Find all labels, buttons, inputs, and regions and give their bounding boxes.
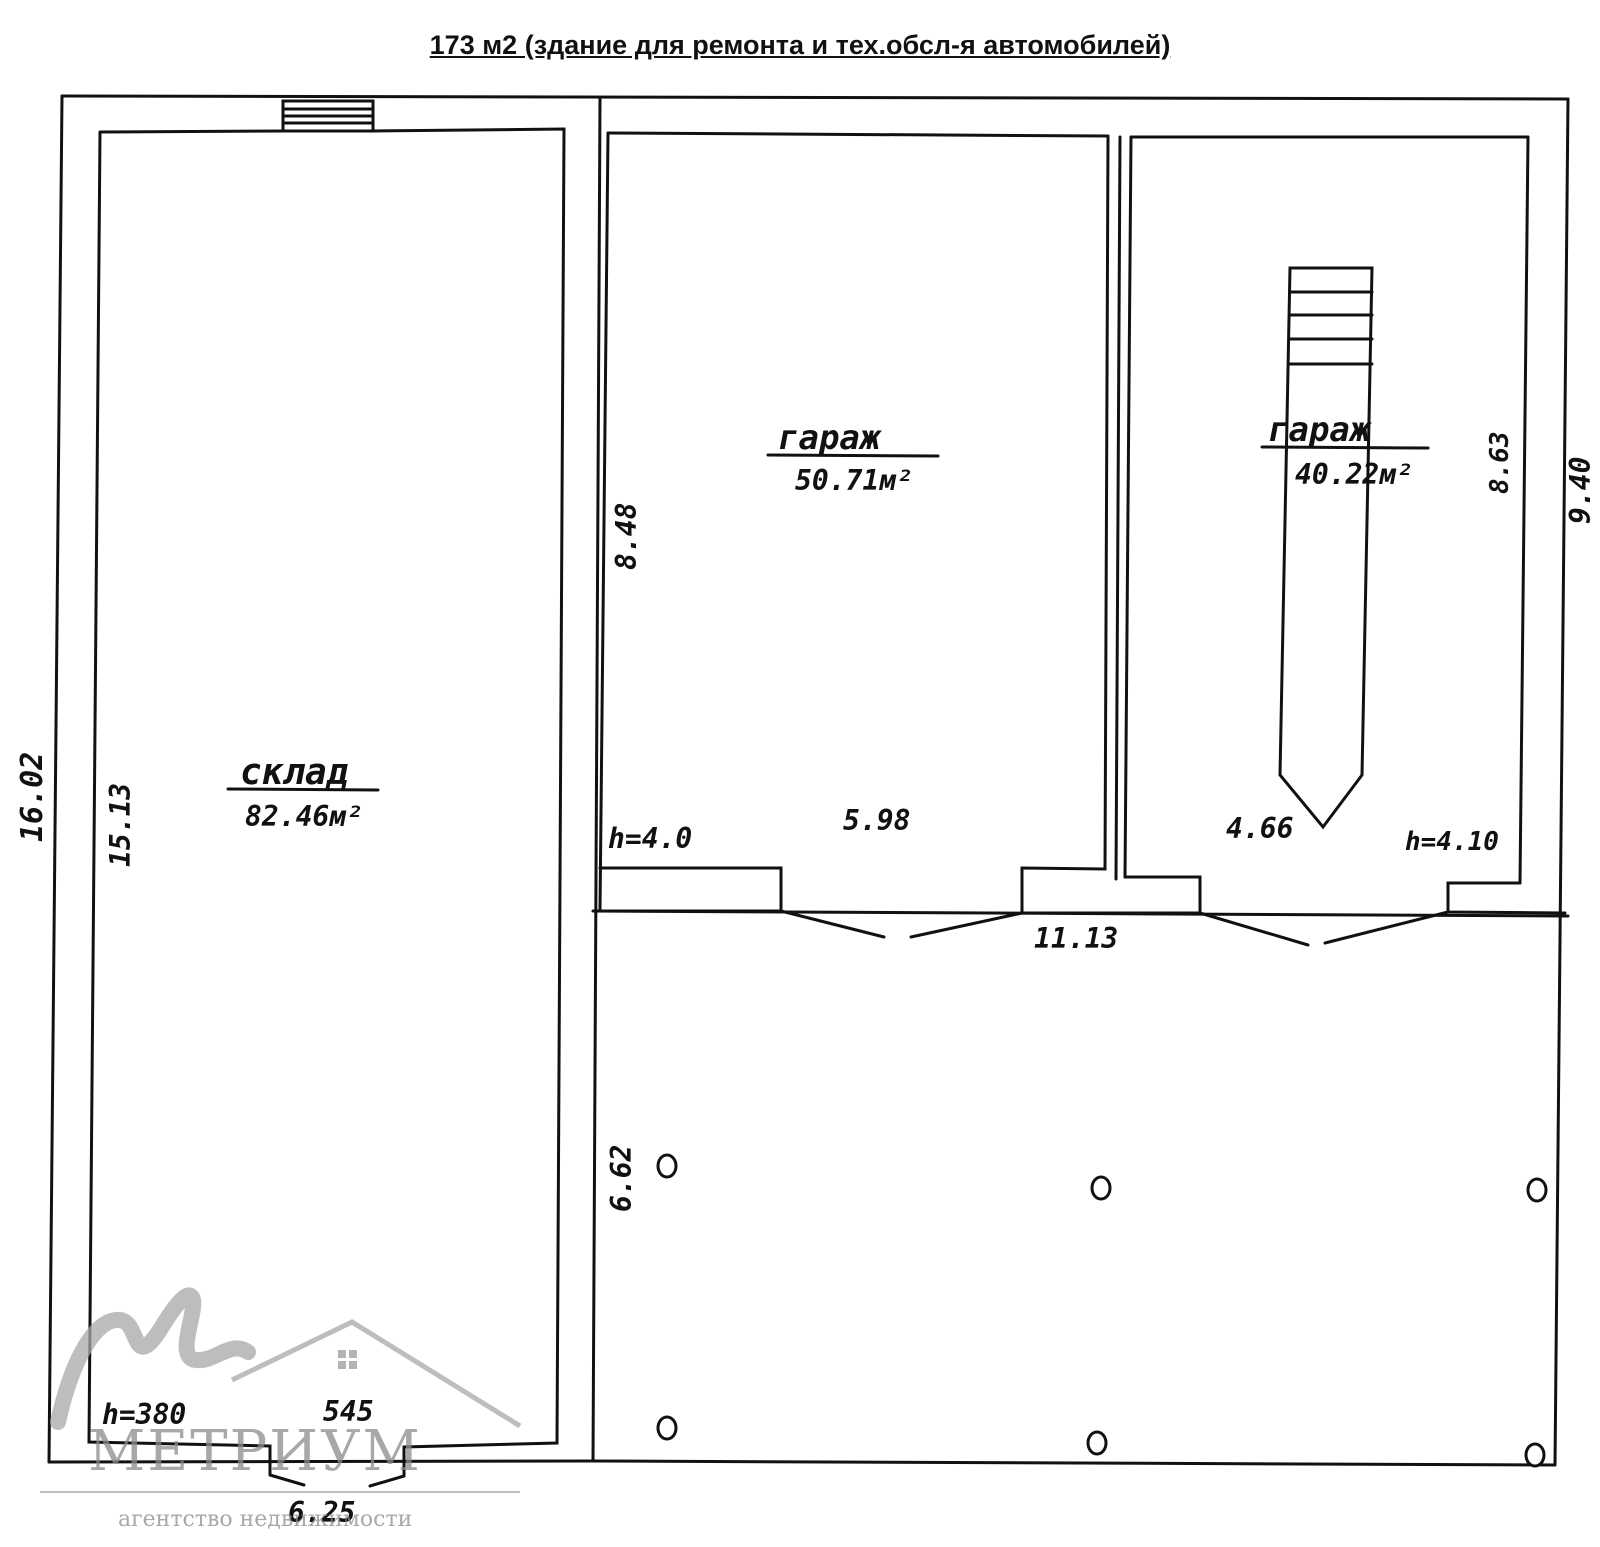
dim-overall-left: 16.02 xyxy=(15,752,50,842)
dim-overall-bottom: 6.25 xyxy=(288,1496,355,1529)
page-title: 173 м2 (здание для ремонта и тех.обсл-я … xyxy=(429,30,1171,60)
room-name-garage-2: гараж xyxy=(1268,410,1372,450)
column-marker xyxy=(656,1415,678,1441)
dim-sklad-height: h=380 xyxy=(102,1398,186,1431)
dim-garage1-width: 5.98 xyxy=(843,804,910,837)
column-marker xyxy=(1086,1430,1108,1456)
dim-garage2-right: 8.63 xyxy=(1485,431,1515,494)
dim-sklad-left: 15.13 xyxy=(104,783,137,867)
dim-garage2-height: h=4.10 xyxy=(1405,827,1499,857)
metrium-logo: МЕТРИУМ агентство недвижимости xyxy=(40,1287,522,1532)
columns xyxy=(656,1153,1548,1468)
room-area-sklad: 82.46м² xyxy=(245,800,363,833)
dim-opening-width: 11.13 xyxy=(1034,922,1118,955)
room-name-sklad: склад xyxy=(240,752,348,793)
column-marker xyxy=(1526,1177,1548,1203)
watermark-tagline: агентство недвижимости xyxy=(118,1507,412,1532)
dim-garage2-width: 4.66 xyxy=(1226,812,1293,845)
dim-sklad-bottom: 545 xyxy=(323,1395,374,1428)
dim-garage1-left: 8.48 xyxy=(610,503,643,570)
column-marker xyxy=(1524,1442,1546,1468)
column-marker xyxy=(656,1153,678,1179)
walls xyxy=(47,94,1570,1488)
dim-garage1-height: h=4.0 xyxy=(608,822,692,855)
room-area-garage-1: 50.71м² xyxy=(795,464,913,497)
watermark-brand: МЕТРИУМ xyxy=(88,1419,422,1484)
column-marker xyxy=(1090,1175,1112,1201)
dim-overall-right: 9.40 xyxy=(1564,457,1597,524)
room-name-garage-1: гараж xyxy=(778,418,882,458)
room-area-garage-2: 40.22м² xyxy=(1295,458,1413,491)
dim-canopy-left: 6.62 xyxy=(605,1145,638,1212)
